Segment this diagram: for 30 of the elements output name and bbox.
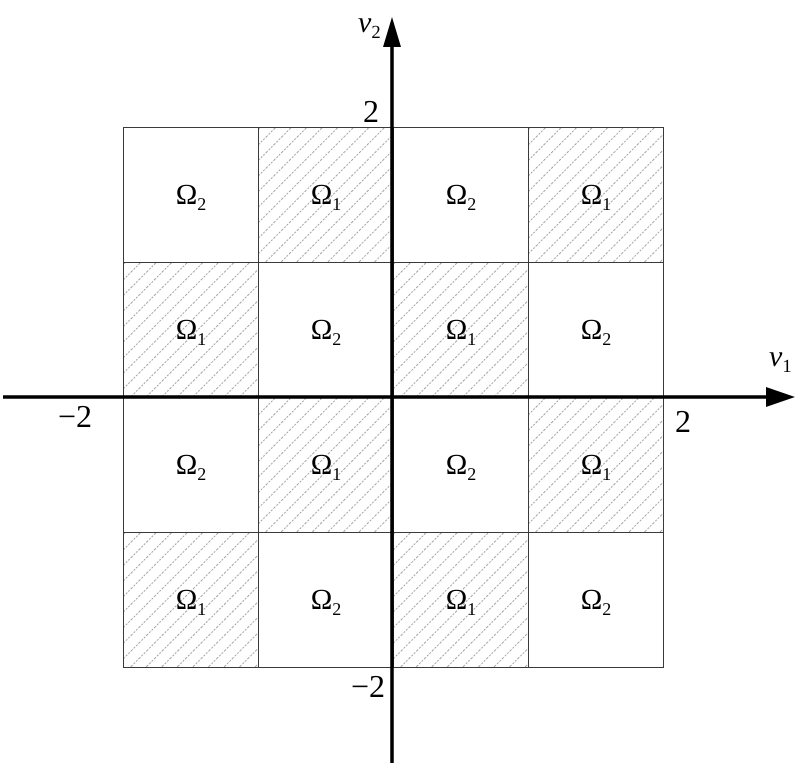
hatched-region [123,262,259,398]
region-label: Ω$_{2}$ [176,450,206,480]
tick-label: 2 [363,95,379,127]
plain-region [123,127,259,263]
hatched-region [528,127,664,263]
tick-label: −2 [351,670,386,702]
region-label: Ω$_{1}$ [310,450,342,480]
region-label: Ω$_{1}$ [310,180,342,210]
region-label: Ω$_{2}$ [580,586,612,614]
region-label: Ω$_{1}$ [446,586,476,614]
plain-region [528,532,664,668]
hatched-region [393,262,529,398]
hatched-region [123,532,259,668]
region-label: Ω$_{1}$ [580,180,612,210]
region-label: Ω$_{1}$ [446,316,476,344]
region-label: Ω$_{1}$ [580,450,612,480]
region-label: Ω$_{2}$ [310,316,342,344]
tick-label: −2 [58,400,92,432]
hatched-region [393,532,529,668]
region-label: Ω$_{2}$ [580,316,612,344]
axis-label: v$_{2}$ [358,8,381,38]
region-label: Ω$_{1}$ [176,316,206,344]
region-label: Ω$_{2}$ [310,586,342,614]
axis-label: v$_{1}$ [769,342,792,372]
region-label: Ω$_{2}$ [446,450,476,480]
region-label: Ω$_{2}$ [176,180,206,210]
hatched-region [528,397,664,533]
region-label: Ω$_{2}$ [446,180,476,210]
region-label: Ω$_{1}$ [176,586,206,614]
tick-label: 2 [675,405,691,437]
